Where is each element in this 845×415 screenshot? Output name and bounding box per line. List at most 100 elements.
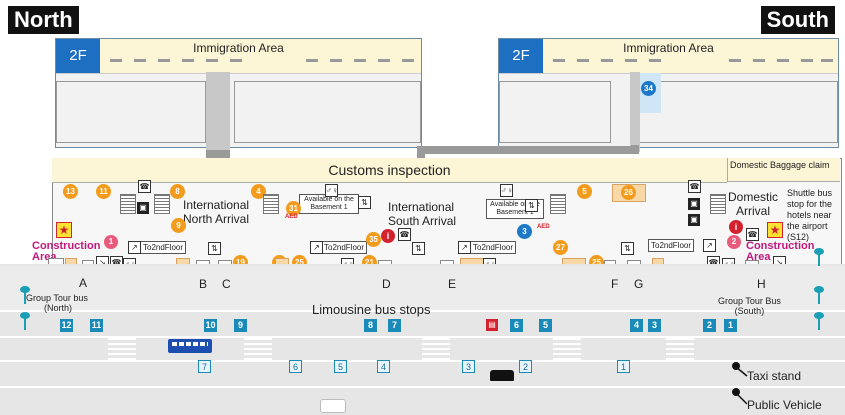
public-vehicle-marker bbox=[732, 388, 740, 396]
facility-31[interactable]: 31 bbox=[286, 201, 301, 216]
info-icon[interactable]: i bbox=[381, 229, 395, 243]
bus-stop-10[interactable]: 10 bbox=[204, 319, 217, 332]
construction-star-icon: ★ bbox=[767, 222, 783, 238]
exit-d: D bbox=[382, 277, 391, 291]
immigration-title: Immigration Area bbox=[623, 41, 714, 55]
north-label: North bbox=[8, 6, 79, 34]
exit-b: B bbox=[199, 277, 208, 291]
facility-27[interactable]: 27 bbox=[553, 240, 568, 255]
escalator-icon: ↗ bbox=[703, 239, 716, 252]
facility-pink-2[interactable]: 2 bbox=[727, 235, 741, 249]
bus-stop-5[interactable]: 5 bbox=[539, 319, 552, 332]
phone-icon: ☎ bbox=[746, 228, 759, 241]
south-arrival-line1: International bbox=[388, 200, 455, 214]
limousine-bus-stops-label: Limousine bus stops bbox=[312, 302, 431, 317]
public-vehicle-label: Public Vehicle bbox=[747, 398, 822, 412]
facility-9[interactable]: 9 bbox=[171, 218, 186, 233]
exit-e: E bbox=[448, 277, 457, 291]
phone-icon: ☎ bbox=[138, 180, 151, 193]
phone-icon: ☎ bbox=[688, 180, 701, 193]
facility-8[interactable]: 8 bbox=[170, 184, 185, 199]
sidewalk bbox=[0, 266, 845, 310]
domestic-baggage-claim: Domestic Baggage claim bbox=[727, 158, 840, 182]
car-icon bbox=[320, 399, 346, 413]
elevator-icon: ⇅ bbox=[621, 242, 634, 255]
info-icon[interactable]: i bbox=[729, 220, 743, 234]
bus-stop-4[interactable]: 4 bbox=[630, 319, 643, 332]
available-basement-north: Available on the Basement 1 bbox=[299, 194, 359, 214]
bus-stop-1[interactable]: 1 bbox=[724, 319, 737, 332]
stop-row2-3[interactable]: 3 bbox=[462, 360, 475, 373]
aed-label: AED bbox=[285, 214, 298, 220]
escalator-icon: ↗ bbox=[128, 241, 141, 254]
stairs-icon bbox=[710, 194, 726, 214]
facility-35[interactable]: 35 bbox=[366, 232, 381, 247]
facility-4[interactable]: 4 bbox=[251, 184, 266, 199]
facility-5[interactable]: 5 bbox=[577, 184, 592, 199]
exit-f: F bbox=[611, 277, 619, 291]
facility-26[interactable]: 26 bbox=[621, 185, 636, 200]
toilet-icon: ♂♀ bbox=[500, 184, 513, 197]
exit-a: A bbox=[79, 276, 88, 290]
facility-34-badge[interactable]: 34 bbox=[641, 81, 656, 96]
bus-stop-pole-icon bbox=[814, 312, 824, 330]
domestic-arrival-line1: Domestic bbox=[728, 190, 779, 204]
facility-11[interactable]: 11 bbox=[96, 184, 111, 199]
floor-badge: 2F bbox=[56, 39, 100, 73]
stairs-icon bbox=[263, 194, 279, 214]
group-tour-north: Group Tour bus(North) bbox=[26, 293, 88, 313]
stop-row2-1[interactable]: 1 bbox=[617, 360, 630, 373]
toilet-icon: ♂♀ bbox=[325, 184, 338, 197]
taxi-stand-label: Taxi stand bbox=[747, 369, 802, 383]
to-2nd-floor-domestic[interactable]: To2ndFloor bbox=[648, 239, 695, 252]
exit-c: C bbox=[222, 277, 231, 291]
bus-stop-8[interactable]: 8 bbox=[364, 319, 377, 332]
bus-icon bbox=[168, 339, 212, 353]
group-tour-south: Group Tour Bus(South) bbox=[718, 296, 781, 316]
stop-row2-5[interactable]: 5 bbox=[334, 360, 347, 373]
bus-stop-pole-icon bbox=[20, 286, 30, 304]
aed-label: AED bbox=[537, 224, 550, 230]
stop-row2-4[interactable]: 4 bbox=[377, 360, 390, 373]
bus-stop-7[interactable]: 7 bbox=[388, 319, 401, 332]
bus-stop-pole-icon bbox=[20, 312, 30, 330]
elevator-icon: ⇅ bbox=[208, 242, 221, 255]
stop-row2-7[interactable]: 7 bbox=[198, 360, 211, 373]
escalator-icon: ↗ bbox=[310, 241, 323, 254]
south-arrival-line2: South Arrival bbox=[388, 214, 457, 228]
stairs-icon bbox=[154, 194, 170, 214]
facility-pink-1[interactable]: 1 bbox=[104, 235, 118, 249]
south-label: South bbox=[760, 6, 835, 34]
bus-stop-pole-icon bbox=[814, 286, 824, 304]
elevator-icon: ⇅ bbox=[525, 199, 538, 212]
bus-stop-2[interactable]: 2 bbox=[703, 319, 716, 332]
to-2nd-floor-south[interactable]: To2ndFloor bbox=[470, 241, 517, 254]
to-2nd-floor-center[interactable]: To2ndFloor bbox=[321, 241, 368, 254]
bus-stop-9[interactable]: 9 bbox=[234, 319, 247, 332]
north-arrival-line2: North Arrival bbox=[183, 212, 250, 226]
atm-icon: ▣ bbox=[688, 214, 700, 226]
to-2nd-floor-north[interactable]: To2ndFloor bbox=[140, 241, 187, 254]
stop-row2-2[interactable]: 2 bbox=[519, 360, 532, 373]
atm-icon: ▣ bbox=[137, 202, 149, 214]
facility-13[interactable]: 13 bbox=[63, 184, 78, 199]
immigration-title: Immigration Area bbox=[193, 41, 284, 55]
floor-badge: 2F bbox=[499, 39, 543, 73]
immigration-area-south: 2F Immigration Area 34 bbox=[498, 38, 839, 148]
customs-inspection: Customs inspection bbox=[52, 158, 727, 183]
domestic-arrival-line2: Arrival bbox=[736, 204, 771, 218]
bus-stop-12[interactable]: 12 bbox=[60, 319, 73, 332]
immigration-area-north: 2F Immigration Area bbox=[55, 38, 422, 148]
atm-icon: ▣ bbox=[688, 198, 700, 210]
north-arrival-line1: International bbox=[183, 198, 250, 212]
escalator-icon: ↗ bbox=[458, 241, 471, 254]
bus-stop-6[interactable]: 6 bbox=[510, 319, 523, 332]
facility-3[interactable]: 3 bbox=[517, 224, 532, 239]
bus-stop-11[interactable]: 11 bbox=[90, 319, 103, 332]
stop-row2-6[interactable]: 6 bbox=[289, 360, 302, 373]
construction-star-icon: ★ bbox=[56, 222, 72, 238]
bus-stop-3[interactable]: 3 bbox=[648, 319, 661, 332]
